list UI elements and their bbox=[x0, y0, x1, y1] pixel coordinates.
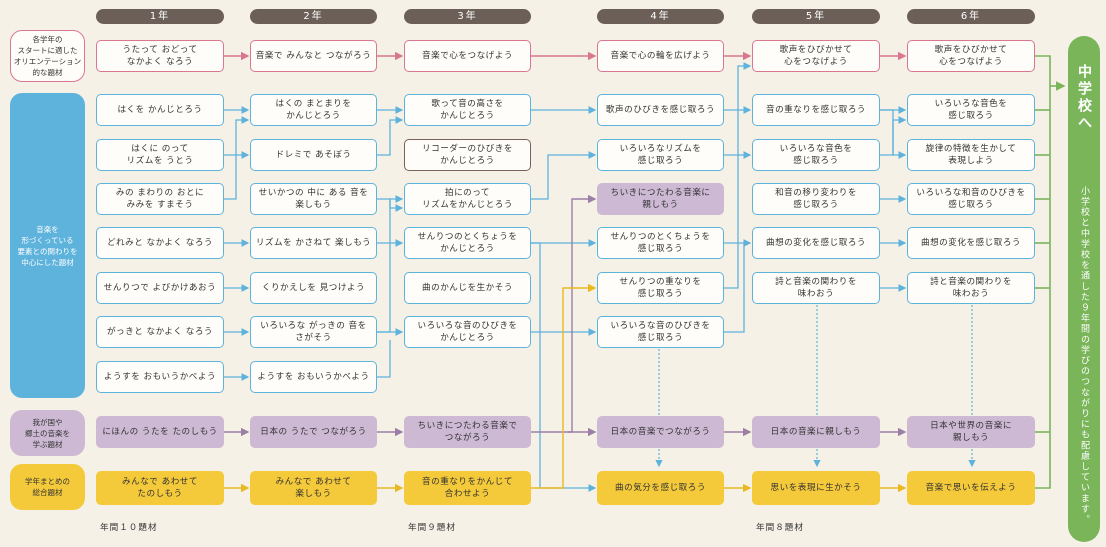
g4-element-5: せんりつの重なりを 感じ取ろう bbox=[597, 272, 724, 304]
g5-element-1: 音の重なりを感じ取ろう bbox=[752, 94, 880, 126]
g5-orientation: 歌声をひびかせて 心をつなげよう bbox=[752, 40, 880, 72]
green-connectors bbox=[1035, 55, 1066, 489]
annual-count-grades-5-6: 年間８題材 bbox=[756, 523, 804, 533]
g5-element-2: いろいろな音色を 感じ取ろう bbox=[752, 139, 880, 171]
g2-element-5: くりかえしを 見つけよう bbox=[250, 272, 377, 304]
g4-element-6: いろいろな音のひびきを 感じ取ろう bbox=[597, 316, 724, 348]
category-summary: 学年まとめの 総合題材 bbox=[10, 464, 85, 510]
g6-element-4: 曲想の変化を感じ取ろう bbox=[907, 227, 1035, 259]
g4-japanese: 日本の音楽でつながろう bbox=[597, 416, 724, 448]
g3-element-4: せんりつのとくちょうを かんじとろう bbox=[404, 227, 531, 259]
g6-summary: 音楽で思いを伝えよう bbox=[907, 471, 1035, 505]
g4-element-4: せんりつのとくちょうを 感じ取ろう bbox=[597, 227, 724, 259]
header-grade-6: 6年 bbox=[907, 9, 1035, 24]
g1-element-3: みの まわりの おとに みみを すまそう bbox=[96, 183, 224, 215]
g1-element-4: どれみと なかよく なろう bbox=[96, 227, 224, 259]
g3-element-2: リコーダーのひびきを かんじとろう bbox=[404, 139, 531, 171]
g1-element-1: はくを かんじとろう bbox=[96, 94, 224, 126]
header-grade-2: 2年 bbox=[250, 9, 377, 24]
g3-element-3: 拍にのって リズムをかんじとろう bbox=[404, 183, 531, 215]
junior-high-note: 小学校と中学校を通した９年間の学びのつながりにも配慮しています。 bbox=[1079, 186, 1089, 526]
g3-element-1: 歌って音の高さを かんじとろう bbox=[404, 94, 531, 126]
g6-element-5: 詩と音楽の関わりを 味わおう bbox=[907, 272, 1035, 304]
yellow-connectors bbox=[224, 283, 907, 493]
g4-element-2: いろいろなリズムを 感じ取ろう bbox=[597, 139, 724, 171]
junior-high-bar: 中学校へ 小学校と中学校を通した９年間の学びのつながりにも配慮しています。 bbox=[1068, 36, 1100, 542]
g1-element-6: がっきと なかよく なろう bbox=[96, 316, 224, 348]
header-grade-4: 4年 bbox=[597, 9, 724, 24]
g2-element-4: リズムを かさねて 楽しもう bbox=[250, 227, 377, 259]
annual-count-grades-1-2: 年間１０題材 bbox=[100, 523, 158, 533]
g2-element-2: ドレミで あそぼう bbox=[250, 139, 377, 171]
g3-element-6: いろいろな音のひびきを かんじとろう bbox=[404, 316, 531, 348]
g6-element-3: いろいろな和音のひびきを 感じ取ろう bbox=[907, 183, 1035, 215]
category-orientation: 各学年の スタートに適した オリエンテーション 的な題材 bbox=[10, 30, 85, 82]
g6-element-2: 旋律の特徴を生かして 表現しよう bbox=[907, 139, 1035, 171]
g4-orientation: 音楽で心の輪を広げよう bbox=[597, 40, 724, 72]
g2-japanese: 日本の うたで つながろう bbox=[250, 416, 377, 448]
category-japanese: 我が国や 郷土の音楽を 学ぶ題材 bbox=[10, 410, 85, 456]
header-grade-3: 3年 bbox=[404, 9, 531, 24]
g5-element-3: 和音の移り変わりを 感じ取ろう bbox=[752, 183, 880, 215]
g4-summary: 曲の気分を感じ取ろう bbox=[597, 471, 724, 505]
header-grade-1: 1年 bbox=[96, 9, 224, 24]
g1-element-2: はくに のって リズムを うとう bbox=[96, 139, 224, 171]
g1-summary: みんなで あわせて たのしもう bbox=[96, 471, 224, 505]
g2-element-3: せいかつの 中に ある 音を 楽しもう bbox=[250, 183, 377, 215]
junior-high-title: 中学校へ bbox=[1076, 64, 1092, 132]
g6-japanese: 日本や世界の音楽に 親しもう bbox=[907, 416, 1035, 448]
g1-element-7: ようすを おもいうかべよう bbox=[96, 361, 224, 393]
g5-element-5: 詩と音楽の関わりを 味わおう bbox=[752, 272, 880, 304]
header-grade-5: 5年 bbox=[752, 9, 880, 24]
g3-orientation: 音楽で心をつなげよう bbox=[404, 40, 531, 72]
g2-element-6: いろいろな がっきの 音を さがそう bbox=[250, 316, 377, 348]
g2-element-1: はくの まとまりを かんじとろう bbox=[250, 94, 377, 126]
g1-element-5: せんりつで よびかけあおう bbox=[96, 272, 224, 304]
g6-element-1: いろいろな音色を 感じ取ろう bbox=[907, 94, 1035, 126]
annual-count-grades-3-4: 年間９題材 bbox=[408, 523, 456, 533]
g3-japanese: ちいきにつたわる音楽で つながろう bbox=[404, 416, 531, 448]
g4-element-1: 歌声のひびきを感じ取ろう bbox=[597, 94, 724, 126]
g5-summary: 思いを表現に生かそう bbox=[752, 471, 880, 505]
g6-orientation: 歌声をひびかせて 心をつなげよう bbox=[907, 40, 1035, 72]
g1-japanese: にほんの うたを たのしもう bbox=[96, 416, 224, 448]
g5-element-4: 曲想の変化を感じ取ろう bbox=[752, 227, 880, 259]
g2-summary: みんなで あわせて 楽しもう bbox=[250, 471, 377, 505]
g3-summary: 音の重なりをかんじて 合わせよう bbox=[404, 471, 531, 505]
g1-orientation: うたって おどって なかよく なろう bbox=[96, 40, 224, 72]
g2-element-7: ようすを おもいうかべよう bbox=[250, 361, 377, 393]
g4-element-3: ちいきにつたわる音楽に 親しもう bbox=[597, 183, 724, 215]
g3-element-5: 曲のかんじを生かそう bbox=[404, 272, 531, 304]
g2-orientation: 音楽で みんなと つながろう bbox=[250, 40, 377, 72]
g5-japanese: 日本の音楽に親しもう bbox=[752, 416, 880, 448]
category-elements: 音楽を 形づくっている 要素との関わりを 中心にした題材 bbox=[10, 93, 85, 398]
